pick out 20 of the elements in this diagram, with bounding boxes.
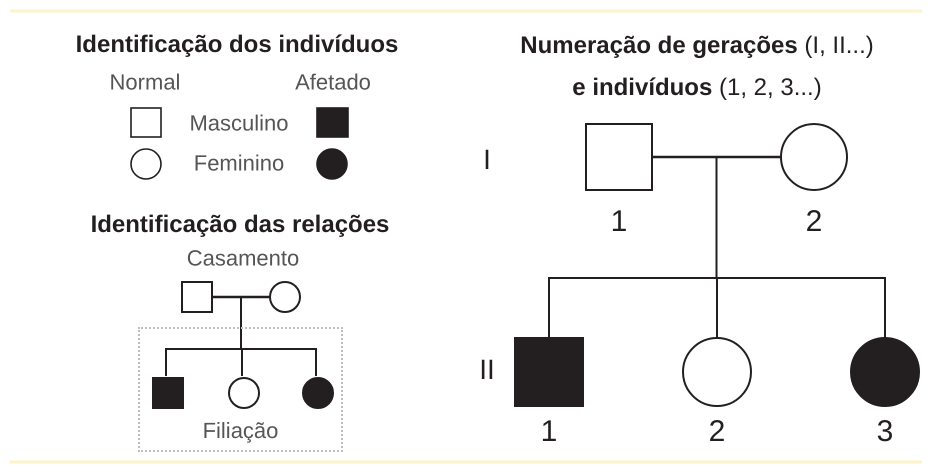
generation-numeral: II: [479, 354, 495, 386]
section-heading: Identificação das relações: [90, 211, 390, 239]
section-heading: Numeração de gerações (I, II...) e indivíduos (1, 2, 3...): [519, 31, 875, 103]
generation-numeral: I: [483, 144, 491, 176]
individual-number: 2: [806, 206, 822, 238]
group-frame: [138, 327, 343, 452]
section-heading: Identificação dos indivíduos: [76, 31, 398, 59]
relation-label: Casamento: [186, 245, 300, 271]
column-heading: Afetado: [295, 69, 371, 95]
individual-number: 1: [610, 206, 628, 238]
individual-number: 2: [708, 416, 726, 448]
pedigree-line: [653, 156, 780, 158]
row-label: Feminino: [194, 150, 284, 176]
individual-number: 1: [540, 416, 558, 448]
group-label: Filiação: [202, 418, 278, 444]
pedigree-line: [716, 156, 886, 338]
individual-number: 3: [876, 416, 894, 448]
row-label: Masculino: [189, 110, 289, 136]
pedigree-line: [213, 296, 269, 298]
column-heading: Normal: [110, 69, 180, 95]
